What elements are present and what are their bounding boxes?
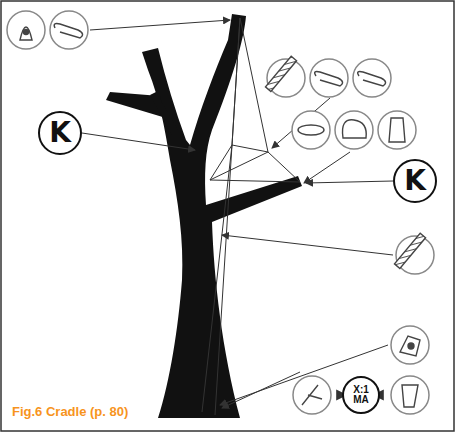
figure-caption: Fig.6 Cradle (p. 80) <box>12 404 128 419</box>
node-text: X:1 <box>353 385 369 395</box>
label-circle: K <box>38 111 82 155</box>
node-text: K <box>404 167 426 195</box>
node-text: K <box>49 119 71 147</box>
node-text: MA <box>353 395 369 405</box>
label-circle: X:1MA <box>342 376 380 414</box>
label-circle: K <box>393 159 437 203</box>
